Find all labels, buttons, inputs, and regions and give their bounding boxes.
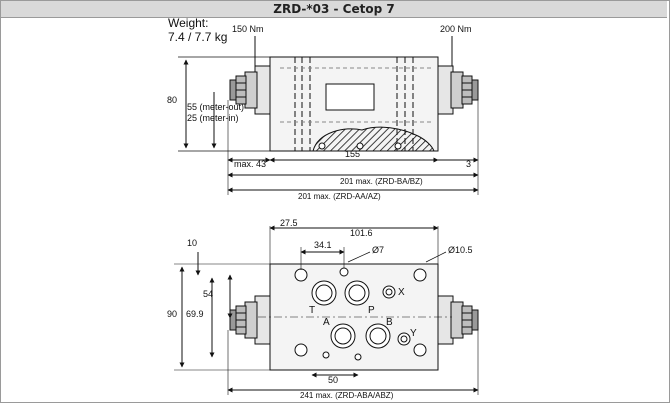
dim10: 10: [187, 238, 197, 248]
dim54: 54: [203, 289, 213, 299]
dim27-5: 27.5: [280, 218, 298, 228]
max43-dim: max. 43: [234, 159, 266, 169]
height-dim: 80: [167, 95, 177, 105]
dim34-1: 34.1: [314, 240, 332, 250]
dim241: 241 max. (ZRD-ABA/ABZ): [300, 391, 394, 400]
dim50: 50: [328, 375, 338, 385]
section-cutaway: [312, 126, 435, 152]
dim201-ba: 201 max. (ZRD-BA/BZ): [340, 177, 423, 186]
dim101-6: 101.6: [350, 228, 373, 238]
dia7: Ø7: [372, 245, 384, 255]
port-x-label: X: [398, 287, 405, 298]
dia10-5: Ø10.5: [448, 245, 473, 255]
port-a-label: A: [323, 317, 330, 328]
port-b-label: B: [386, 317, 393, 328]
dim155: 155: [345, 149, 360, 159]
bottom-view: [174, 225, 479, 395]
meter-out-dim: 55 (meter-out): [187, 102, 244, 112]
dim201-aa: 201 max. (ZRD-AA/AZ): [298, 192, 381, 201]
top-view: [178, 36, 479, 195]
dim3: 3: [466, 159, 471, 169]
meter-in-dim: 25 (meter-in): [187, 113, 239, 123]
weight-label: Weight:: [168, 16, 208, 30]
name-plate: [325, 83, 375, 111]
torque-left: 150 Nm: [232, 24, 264, 34]
dim69-9: 69.9: [186, 309, 204, 319]
port-t-label: T: [309, 305, 315, 316]
port-p-label: P: [368, 305, 375, 316]
port-y-label: Y: [410, 328, 417, 339]
torque-right: 200 Nm: [440, 24, 472, 34]
dim90: 90: [167, 309, 177, 319]
drawing-title: ZRD-*03 - Cetop 7: [1, 1, 667, 18]
weight-value: 7.4 / 7.7 kg: [168, 30, 227, 44]
